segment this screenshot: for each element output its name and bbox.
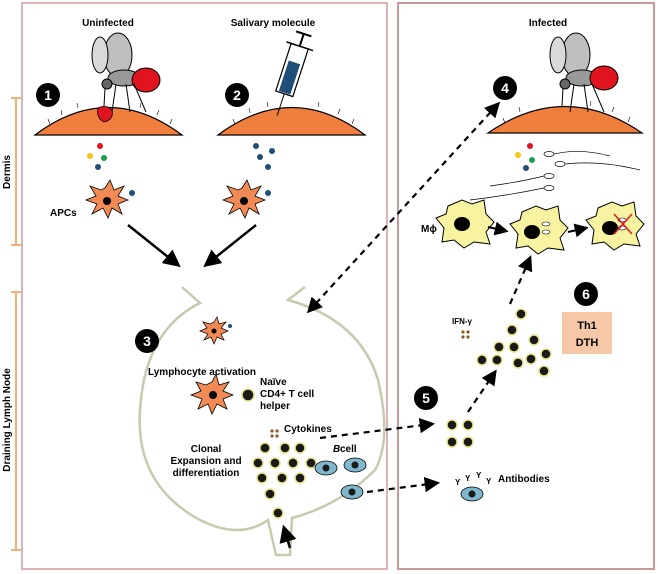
dashed-arrow-tcells-macro — [508, 255, 533, 305]
naive-label-3: helper — [260, 401, 290, 412]
b-cell-label: cell — [340, 444, 357, 455]
b-cells-node — [314, 457, 367, 500]
t-cell-cluster-right-lower — [446, 419, 474, 448]
dashed-arrow-bcell-antibodies — [366, 476, 441, 494]
sandfly-infected-icon — [549, 32, 619, 113]
b-cell-label-italic: B — [333, 444, 340, 455]
saliva-dots-salivary — [253, 143, 275, 170]
svg-text:6: 6 — [582, 286, 590, 302]
naive-t-cell — [241, 388, 255, 402]
salivary-title: Salivary molecule — [231, 18, 316, 29]
blood-pool-icon — [97, 106, 113, 123]
t-cell-cluster-right-upper — [476, 308, 552, 377]
macrophage-2 — [509, 205, 569, 255]
apc-cell-2 — [221, 179, 271, 219]
macrophage-3 — [585, 201, 645, 251]
apc-in-node-2 — [189, 372, 235, 415]
svg-text:3: 3 — [143, 333, 151, 349]
lymph-node-outline — [138, 286, 386, 557]
svg-text:Y: Y — [455, 478, 461, 487]
svg-text:Y: Y — [486, 477, 492, 486]
apcs-label: APCs — [50, 208, 77, 219]
arrow-apc2-node — [203, 224, 257, 268]
th1-label: Th1 — [577, 320, 597, 332]
uninfected-title: Uninfected — [82, 18, 134, 29]
svg-text:Y: Y — [476, 471, 482, 480]
clonal-label-2: Expansion and — [170, 456, 241, 467]
th1-dth-box — [562, 312, 612, 354]
antibody-icons: Y Y Y Y — [455, 471, 492, 487]
saliva-dots-infected — [515, 143, 535, 171]
infected-title: Infected — [529, 18, 567, 29]
syringe-icon — [274, 30, 314, 116]
step-2-badge: 2 — [225, 83, 249, 107]
antibody-b-cell — [460, 486, 484, 502]
clonal-label-1: Clonal — [191, 444, 222, 455]
cytokine-dots — [270, 429, 279, 438]
skin-mound-uninfected — [33, 106, 184, 136]
step-6-badge: 6 — [574, 282, 598, 306]
arrow-apc1-node — [127, 224, 181, 268]
dermis-label: Dermis — [2, 155, 13, 189]
macrophage-1 — [435, 199, 495, 249]
clonal-label-3: differentiation — [173, 468, 240, 479]
apc-cell-1 — [84, 179, 135, 219]
lymphocyte-activation-label: Lymphocyte activation — [148, 367, 256, 378]
skin-mound-salivary — [216, 106, 367, 136]
lymph-node-bracket — [11, 291, 21, 551]
antibodies-label: Antibodies — [498, 474, 550, 485]
svg-text:5: 5 — [422, 390, 430, 406]
dermis-bracket — [11, 97, 21, 246]
arrow-macro1-macro2 — [487, 221, 509, 236]
arrow-into-node — [279, 524, 297, 549]
step-4-badge: 4 — [493, 76, 517, 100]
apc-in-node-1 — [199, 316, 232, 345]
dashed-arrow-node-5 — [319, 417, 436, 440]
step-1-badge: 1 — [36, 83, 60, 107]
arrow-macro2-macro3 — [567, 223, 589, 238]
dth-label: DTH — [576, 337, 599, 349]
saliva-dots-uninfected — [87, 143, 107, 170]
ifn-dots — [461, 330, 470, 339]
naive-label-1: Naïve — [260, 377, 287, 388]
lymph-node-label: Draining Lymph Node — [2, 368, 13, 472]
svg-text:2: 2 — [233, 87, 241, 103]
svg-text:1: 1 — [44, 87, 52, 103]
dashed-arrow-4-3 — [306, 101, 501, 314]
ifn-label: IFN-γ — [452, 317, 473, 326]
sandfly-icon — [91, 32, 161, 113]
svg-text:4: 4 — [501, 80, 509, 96]
skin-mound-infected — [486, 105, 644, 134]
naive-label-2: CD4+ T cell — [260, 389, 314, 400]
mphi-label: Mϕ — [421, 224, 437, 235]
dashed-arrow-5-tcells — [467, 369, 497, 413]
svg-text:Y: Y — [465, 474, 471, 483]
step-5-badge: 5 — [414, 386, 438, 410]
step-3-badge: 3 — [135, 329, 159, 353]
t-cell-cluster-node — [252, 442, 317, 519]
parasites-icon — [469, 151, 641, 201]
cytokines-label: Cytokines — [284, 424, 332, 435]
